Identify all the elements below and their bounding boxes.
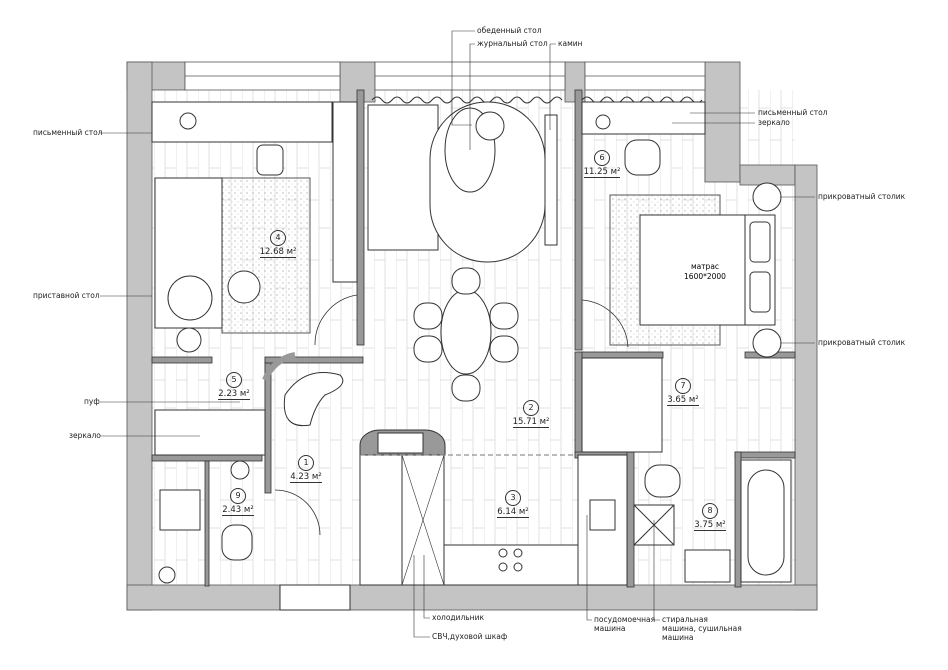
callout-pouf: пуф: [84, 397, 100, 406]
callout-fridge: холодильник: [432, 613, 484, 622]
fireplace: [544, 114, 558, 246]
desk-left: [151, 101, 333, 143]
callout-coffee-table: журнальный стол: [477, 39, 548, 48]
toilet: [644, 464, 681, 498]
sink: [589, 499, 616, 531]
entrance-door: [279, 584, 351, 611]
callout-oven: СВЧ,духовой шкаф: [432, 632, 508, 641]
hob: [498, 548, 523, 572]
sofa-living: [367, 104, 439, 251]
callout-mirror-right: зеркало: [758, 118, 790, 127]
lamp: [179, 112, 197, 130]
callout-dishwasher: посудомоечная машина: [594, 615, 656, 633]
side-table: [167, 275, 213, 321]
shower: [159, 489, 201, 531]
counter: [443, 544, 580, 586]
dining-table: [440, 289, 492, 375]
toilet-9: [221, 524, 253, 561]
nightstand-top: [752, 182, 782, 212]
callout-nightstand-bottom: прикроватный столик: [818, 338, 906, 347]
callout-lines: [100, 30, 815, 638]
curtain: [581, 96, 703, 104]
pouf-curved: [283, 372, 344, 427]
curtain: [371, 96, 563, 104]
basin: [684, 549, 731, 583]
fridge: [359, 454, 403, 586]
callout-side-table: приставной стол: [33, 291, 100, 300]
callout-washer: стиральная машина, сушильная машина: [662, 615, 742, 642]
chair: [256, 144, 284, 176]
callout-fireplace: камин: [558, 39, 583, 48]
outer-walls: [126, 61, 818, 611]
chair-right: [624, 139, 661, 176]
nightstand-bottom: [752, 328, 782, 358]
windows: [184, 61, 706, 91]
door-swing: [314, 294, 358, 346]
callout-desk-right: письменный стол: [758, 108, 828, 117]
callout-nightstand-top: прикроватный столик: [818, 192, 906, 201]
hall-closet: [154, 409, 266, 456]
callout-desk-left: письменный стол: [33, 128, 103, 137]
callout-dining-table: обеденный стол: [477, 26, 542, 35]
dining-chairs: [413, 267, 519, 402]
wardrobe-7: [581, 357, 663, 453]
pouf-round: [227, 270, 261, 304]
callout-mirror-left: зеркало: [69, 431, 101, 440]
rug: [221, 177, 311, 334]
wardrobe: [332, 101, 358, 283]
